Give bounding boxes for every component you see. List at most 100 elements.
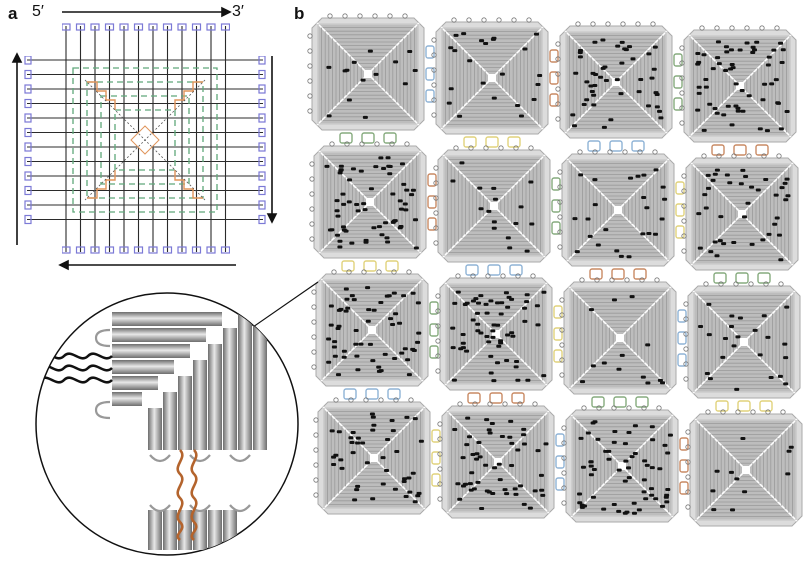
pixel-dot [326, 114, 332, 118]
pixel-dot [641, 173, 647, 177]
sticky-end-bond [587, 140, 601, 152]
sticky-end-bond [677, 309, 687, 323]
pixel-dot [698, 324, 704, 328]
pixel-dot [541, 290, 547, 294]
sticky-end-bond [679, 481, 689, 495]
pixel-dot [475, 480, 481, 484]
sticky-end-bond [673, 97, 683, 111]
pixel-dot [627, 45, 633, 49]
pixel-dot [460, 333, 466, 337]
pixel-dot [640, 375, 646, 379]
pixel-dot [584, 80, 590, 84]
pixel-dot [644, 206, 650, 210]
pixel-dot [600, 38, 606, 42]
pixel-dot [508, 419, 514, 423]
pixel-dot [488, 371, 494, 375]
pixel-dot [370, 415, 376, 419]
pixel-dot [772, 222, 778, 226]
pixel-dot [338, 307, 344, 311]
sticky-end-bond [549, 93, 559, 107]
pixel-dot [529, 222, 535, 226]
pixel-dot [782, 181, 788, 185]
pixel-dot [649, 466, 655, 470]
pixel-dot [761, 314, 767, 318]
pixel-dot [334, 209, 340, 213]
pixel-dot [353, 328, 359, 332]
pixel-dot [349, 441, 355, 445]
pixel-dot [735, 335, 741, 339]
pixel-dot [370, 428, 376, 432]
origami-tile [683, 281, 801, 412]
pixel-dot [360, 441, 366, 445]
pixel-dot [453, 33, 459, 37]
pixel-dot [712, 106, 718, 110]
sticky-end-bond [611, 268, 625, 280]
pixel-dot [491, 323, 497, 327]
pixel-dot [614, 249, 620, 253]
pixel-dot [367, 49, 373, 53]
pixel-dot [649, 425, 655, 429]
pixel-dot [611, 502, 617, 506]
pixel-dot [490, 37, 496, 41]
pixel-dot [328, 304, 334, 308]
pixel-dot [504, 359, 510, 363]
pixel-dot [608, 118, 614, 122]
pixel-dot [364, 461, 370, 465]
pixel-dot [406, 476, 412, 480]
pixel-dot [399, 162, 405, 166]
pixel-dot [486, 340, 492, 344]
pixel-dot [383, 221, 389, 225]
pixel-dot [336, 430, 342, 434]
pixel-dot [785, 472, 791, 476]
pixel-dot [714, 469, 720, 473]
pixel-dot [474, 452, 480, 456]
sticky-end-bond [673, 75, 683, 89]
pixel-dot [714, 168, 720, 172]
sticky-end-bond [553, 327, 563, 341]
pixel-dot [409, 193, 415, 197]
pixel-dot [358, 169, 364, 173]
pixel-dot [632, 451, 638, 455]
pixel-dot [775, 101, 781, 105]
pixel-dot [491, 226, 497, 230]
pixel-dot [460, 484, 466, 488]
pixel-dot [578, 436, 584, 440]
pixel-dot [784, 109, 790, 113]
pixel-dot [452, 427, 458, 431]
pixel-dot [354, 202, 360, 206]
pixel-dot [782, 342, 788, 346]
pixel-dot [354, 354, 360, 358]
pixel-dot [394, 449, 400, 453]
pixel-dot [626, 466, 632, 470]
origami-tile [681, 153, 799, 284]
pixel-dot [346, 200, 352, 204]
pixel-dot [603, 449, 609, 453]
pixel-dot [515, 448, 521, 452]
pixel-dot [587, 234, 593, 238]
pixel-dot [783, 382, 789, 386]
pixel-dot [657, 109, 663, 113]
pixel-dot [446, 101, 452, 105]
sticky-end-bond [465, 264, 479, 276]
pixel-dot [778, 41, 784, 45]
direction-arrows [11, 6, 278, 271]
pixel-dot [509, 464, 515, 468]
sticky-end-bond [759, 400, 773, 412]
pixel-dot [401, 294, 407, 298]
pixel-dot [724, 173, 730, 177]
pixel-dot [399, 351, 405, 355]
pixel-dot [339, 466, 345, 470]
pixel-dot [471, 487, 477, 491]
pixel-dot [384, 468, 390, 472]
pixel-dot [350, 451, 356, 455]
pixel-dot [491, 220, 497, 224]
pixel-dot [376, 369, 382, 373]
pixel-dot [455, 482, 461, 486]
pixel-dot [457, 114, 463, 118]
pixel-dot [644, 463, 650, 467]
pixel-dot [703, 85, 709, 89]
pixel-dot [739, 88, 745, 92]
pixel-dot [636, 90, 642, 94]
pixel-dot [509, 297, 515, 301]
pixel-dot [591, 93, 597, 97]
